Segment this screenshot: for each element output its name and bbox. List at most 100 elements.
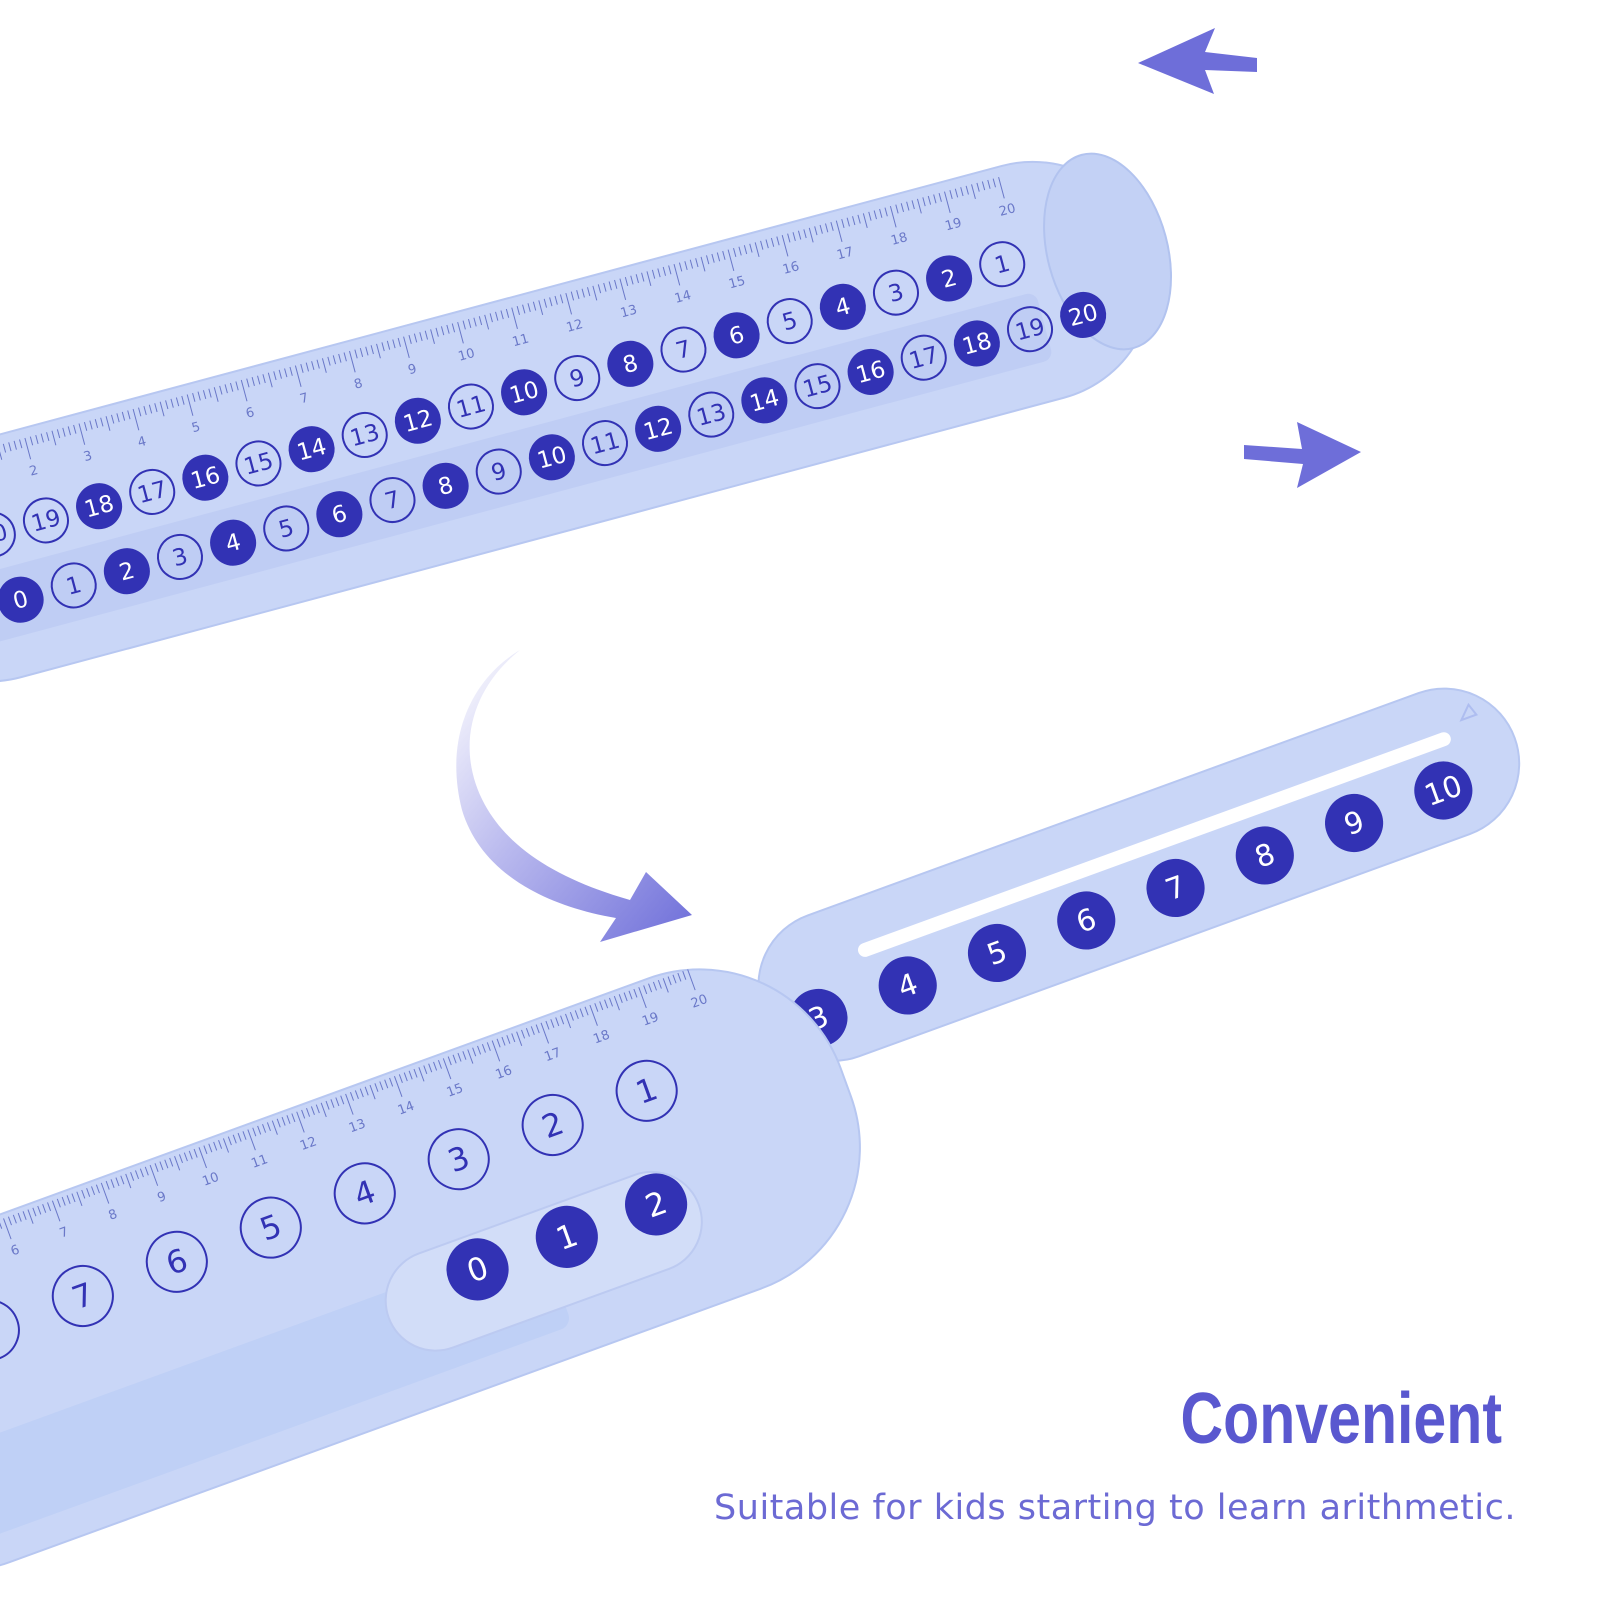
bottom-scale-label: 19	[640, 1010, 661, 1030]
slider-disc: 8	[1235, 826, 1294, 885]
bottom-ruler-lower-panel	[384, 1170, 703, 1352]
top-lower-disc: 0	[0, 576, 44, 623]
top-upper-disc: 16	[182, 454, 229, 501]
top-lower-disc: 4	[210, 519, 257, 566]
slider-disc: 6	[1057, 891, 1116, 950]
top-scale-label: 17	[835, 245, 855, 264]
subline: Suitable for kids starting to learn arit…	[714, 1488, 1516, 1528]
slider-disc: 10	[1414, 761, 1473, 820]
top-upper-disc: 9	[554, 355, 601, 402]
top-lower-disc-label: 6	[329, 501, 350, 530]
headline: Convenient	[1180, 1379, 1502, 1459]
top-upper-disc: 1	[979, 241, 1026, 288]
top-upper-disc-label: 4	[833, 293, 854, 322]
top-scale-label: 14	[673, 288, 693, 307]
bottom-scale-label: 18	[591, 1028, 612, 1048]
bottom-lower-disc: 0	[446, 1238, 509, 1301]
top-scale-label: 5	[190, 420, 202, 437]
top-lower-disc: 20	[1060, 291, 1107, 338]
top-upper-disc-label: 20	[0, 519, 11, 552]
top-scale-label: 11	[511, 332, 531, 351]
top-upper-disc: 11	[447, 383, 494, 430]
top-lower-disc: 2	[103, 548, 150, 595]
top-lower-disc: 7	[369, 477, 416, 524]
top-lower-disc-label: 4	[223, 529, 244, 558]
top-upper-disc: 2	[926, 255, 973, 302]
top-upper-disc: 7	[660, 326, 707, 373]
top-lower-disc-label: 1	[64, 572, 85, 601]
top-scale-label: 8	[352, 376, 364, 393]
top-scale-label: 13	[619, 303, 639, 322]
top-lower-disc: 14	[741, 377, 788, 424]
top-lower-disc-label: 8	[435, 472, 456, 501]
bottom-slider-slot	[857, 732, 1451, 957]
top-scale-label: 3	[82, 449, 94, 466]
top-upper-disc: 3	[872, 269, 919, 316]
top-scale-label: 12	[565, 317, 585, 336]
bottom-scale-label: 10	[200, 1170, 221, 1190]
bottom-lower-disc: 1	[535, 1205, 598, 1268]
bottom-scale-label: 20	[689, 992, 710, 1012]
top-lower-disc: 1	[50, 562, 97, 609]
top-scale-label: 4	[136, 434, 148, 451]
top-lower-disc-label: 7	[382, 486, 403, 515]
bottom-scale-label: 12	[298, 1134, 319, 1154]
top-upper-disc: 14	[288, 426, 335, 473]
bottom-scale-label: 17	[543, 1045, 564, 1065]
top-upper-disc: 8	[607, 340, 654, 387]
top-upper-disc: 4	[819, 283, 866, 330]
top-lower-disc-label: 0	[10, 586, 31, 615]
top-upper-disc: 18	[76, 483, 123, 530]
top-scale-label: 7	[298, 391, 310, 408]
slider-disc: 5	[967, 923, 1026, 982]
top-upper-disc-label: 5	[779, 308, 800, 337]
top-upper-disc: 20	[0, 511, 16, 558]
top-lower-disc: 18	[953, 320, 1000, 367]
bottom-scale-label: 13	[347, 1116, 368, 1136]
top-upper-disc-label: 6	[726, 322, 747, 351]
top-lower-disc: 5	[263, 505, 310, 552]
top-scale-label: 18	[889, 230, 909, 249]
curved-arrow-icon	[456, 650, 692, 942]
top-ruler-scale	[0, 177, 1005, 460]
bottom-lower-disc: 2	[625, 1173, 688, 1236]
top-lower-disc: 15	[794, 363, 841, 410]
bottom-scale-label: 14	[396, 1099, 417, 1119]
top-scale-label: 10	[457, 346, 477, 365]
top-scale-label: 20	[998, 201, 1018, 220]
top-upper-disc-label: 7	[673, 336, 694, 365]
top-upper-disc-label: 9	[567, 364, 588, 393]
top-lower-disc-label: 3	[170, 543, 191, 572]
top-lower-disc-label: 9	[489, 458, 510, 487]
bottom-ruler-channel	[0, 1239, 570, 1582]
slider-disc: 4	[878, 956, 937, 1015]
top-lower-disc-label: 5	[276, 515, 297, 544]
top-scale-label: 19	[943, 216, 963, 235]
bottom-scale-label: 15	[445, 1081, 466, 1101]
top-scale-label: 6	[244, 405, 256, 422]
top-lower-disc: 10	[528, 434, 575, 481]
top-scale-label: 15	[727, 274, 747, 293]
arrow-left-icon	[1138, 28, 1257, 94]
top-scale-label: 9	[407, 362, 419, 379]
top-upper-disc-label: 3	[886, 279, 907, 308]
top-upper-disc: 19	[22, 497, 69, 544]
top-lower-disc: 8	[422, 462, 469, 509]
top-upper-disc: 5	[766, 298, 813, 345]
top-upper-disc: 10	[501, 369, 548, 416]
top-upper-disc: 12	[394, 397, 441, 444]
slider-disc: 9	[1325, 793, 1384, 852]
top-upper-disc-label: 1	[992, 251, 1013, 280]
top-lower-disc: 12	[635, 405, 682, 452]
top-lower-disc-label: 2	[117, 558, 138, 587]
top-upper-disc: 6	[713, 312, 760, 359]
slider-disc: 7	[1146, 858, 1205, 917]
top-lower-disc: 3	[156, 533, 203, 580]
top-lower-disc: 9	[475, 448, 522, 495]
top-lower-disc: 16	[847, 348, 894, 395]
arrow-right-icon	[1244, 422, 1361, 488]
